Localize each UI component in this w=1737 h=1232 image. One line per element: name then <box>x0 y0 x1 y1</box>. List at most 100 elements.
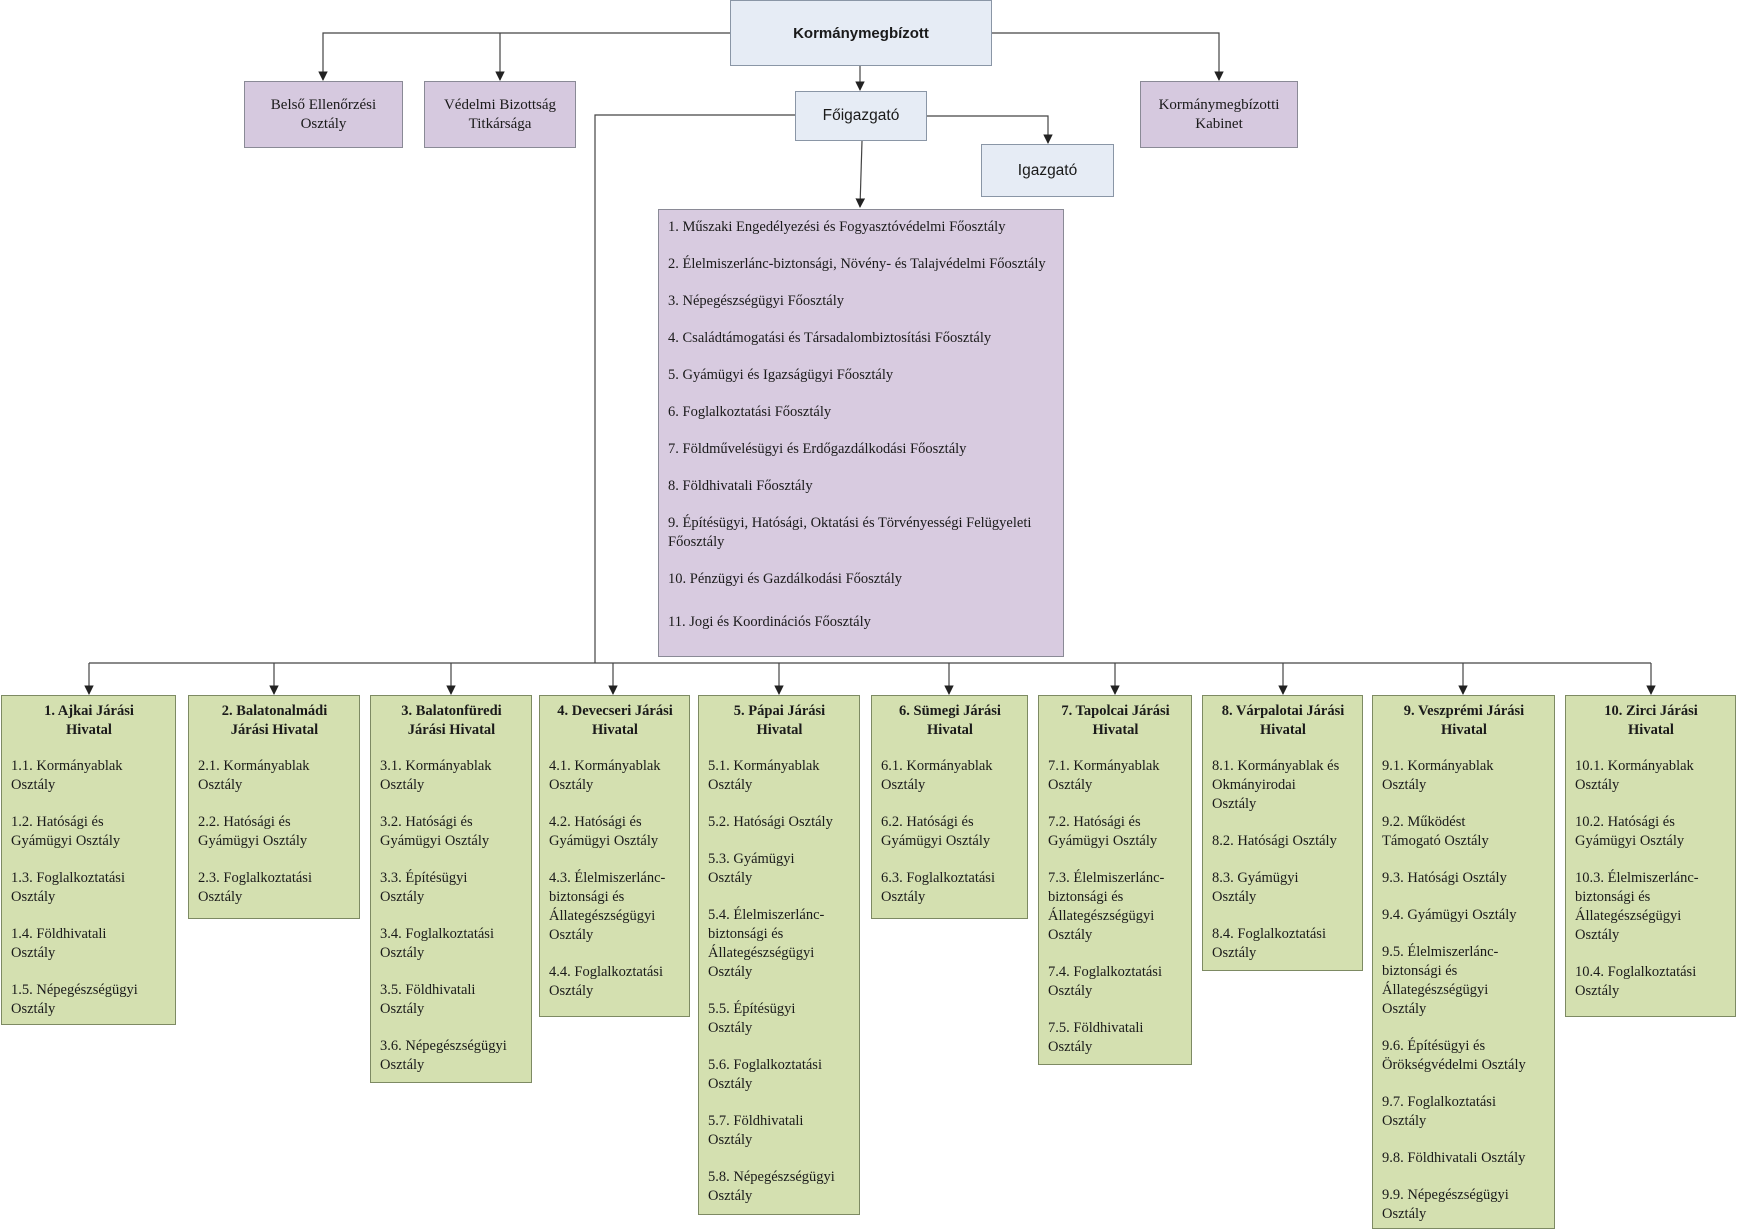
main-department-item: 9. Építésügyi, Hatósági, Oktatási és Tör… <box>668 515 1032 550</box>
district-unit: 5.1. Kormányablak Osztály <box>708 758 820 793</box>
district-office-title: 4. Devecseri Járási Hivatal <box>557 703 673 738</box>
district-unit: 1.5. Népegészségügyi Osztály <box>11 982 138 1017</box>
district-office-title: 1. Ajkai Járási Hivatal <box>44 703 134 738</box>
connector-director <box>926 115 1053 144</box>
main-departments-box: 1. Műszaki Engedélyezési és Fogyasztóvéd… <box>658 209 1064 657</box>
main-department-item: 7. Földművelésügyi és Erdőgazdálkodási F… <box>668 441 967 457</box>
district-unit: 5.2. Hatósági Osztály <box>708 814 833 830</box>
district-unit: 5.3. Gyámügyi Osztály <box>708 851 795 886</box>
district-office-title: 3. Balatonfüredi Járási Hivatal <box>401 703 502 738</box>
district-office-balatonfured: 3. Balatonfüredi Járási Hivatal 3.1. Kor… <box>370 695 532 1083</box>
district-unit: 2.3. Foglalkoztatási Osztály <box>198 870 312 905</box>
district-unit: 4.2. Hatósági és Gyámügyi Osztály <box>549 814 659 849</box>
district-unit: 1.2. Hatósági és Gyámügyi Osztály <box>11 814 121 849</box>
district-unit: 8.1. Kormányablak és Okmányirodai Osztál… <box>1212 758 1340 812</box>
cabinet-label: Kormánymegbízotti Kabinet <box>1158 96 1280 132</box>
district-unit: 5.5. Építésügyi Osztály <box>708 1001 796 1036</box>
district-unit: 6.2. Hatósági és Gyámügyi Osztály <box>881 814 991 849</box>
main-department-item: 8. Földhivatali Főosztály <box>668 478 813 494</box>
district-office-units: 5.1. Kormányablak Osztály 5.2. Hatósági … <box>708 757 851 1206</box>
district-office-veszprem: 9. Veszprémi Járási Hivatal 9.1. Kormány… <box>1372 695 1555 1229</box>
main-department-item: 5. Gyámügyi és Igazságügyi Főosztály <box>668 367 894 383</box>
cabinet-box: Kormánymegbízotti Kabinet <box>1140 81 1298 148</box>
internal-audit-label: Belső Ellenőrzési Osztály <box>270 96 377 132</box>
district-unit: 7.5. Földhivatali Osztály <box>1048 1020 1144 1055</box>
district-unit: 3.1. Kormányablak Osztály <box>380 758 492 793</box>
district-unit: 9.1. Kormányablak Osztály <box>1382 758 1494 793</box>
district-unit: 9.5. Élelmiszerlánc- biztonsági és Állat… <box>1382 944 1499 1017</box>
district-unit: 3.4. Foglalkoztatási Osztály <box>380 926 494 961</box>
internal-audit-box: Belső Ellenőrzési Osztály <box>244 81 403 148</box>
district-office-title: 7. Tapolcai Járási Hivatal <box>1061 703 1170 738</box>
district-office-units: 1.1. Kormányablak Osztály 1.2. Hatósági … <box>11 757 167 1019</box>
district-unit: 4.4. Foglalkoztatási Osztály <box>549 964 663 999</box>
main-department-item: 1. Műszaki Engedélyezési és Fogyasztóvéd… <box>668 219 1006 235</box>
director-box: Igazgató <box>981 144 1114 197</box>
district-unit: 7.4. Foglalkoztatási Osztály <box>1048 964 1162 999</box>
connector-internal-audit <box>318 32 730 81</box>
defence-committee-box: Védelmi Bizottság Titkársága <box>424 81 576 148</box>
district-office-units: 2.1. Kormányablak Osztály 2.2. Hatósági … <box>198 757 351 907</box>
district-office-units: 7.1. Kormányablak Osztály 7.2. Hatósági … <box>1048 757 1183 1057</box>
district-unit: 7.1. Kormányablak Osztály <box>1048 758 1160 793</box>
government-commissioner-label: Kormánymegbízott <box>793 24 929 42</box>
district-unit: 2.2. Hatósági és Gyámügyi Osztály <box>198 814 308 849</box>
district-unit: 5.4. Élelmiszerlánc- biztonsági és Állat… <box>708 907 825 980</box>
district-office-title: 2. Balatonalmádi Járási Hivatal <box>221 703 328 738</box>
district-unit: 9.7. Foglalkoztatási Osztály <box>1382 1094 1496 1129</box>
district-unit: 1.4. Földhivatali Osztály <box>11 926 107 961</box>
district-office-units: 4.1. Kormányablak Osztály 4.2. Hatósági … <box>549 757 681 1001</box>
district-office-tapolca: 7. Tapolcai Járási Hivatal 7.1. Kormánya… <box>1038 695 1192 1065</box>
district-unit: 3.5. Földhivatali Osztály <box>380 982 476 1017</box>
district-office-title: 10. Zirci Járási Hivatal <box>1604 703 1698 738</box>
district-unit: 3.2. Hatósági és Gyámügyi Osztály <box>380 814 490 849</box>
district-unit: 10.3. Élelmiszerlánc- biztonsági és Álla… <box>1575 870 1699 943</box>
district-office-title: 9. Veszprémi Járási Hivatal <box>1403 703 1525 738</box>
district-unit: 8.2. Hatósági Osztály <box>1212 833 1337 849</box>
district-unit: 10.1. Kormányablak Osztály <box>1575 758 1694 793</box>
district-unit: 3.6. Népegészségügyi Osztály <box>380 1038 507 1073</box>
district-unit: 9.4. Gyámügyi Osztály <box>1382 907 1517 923</box>
district-unit: 9.6. Építésügyi és Örökségvédelmi Osztál… <box>1382 1038 1526 1073</box>
government-commissioner-box: Kormánymegbízott <box>730 0 992 66</box>
district-office-units: 6.1. Kormányablak Osztály 6.2. Hatósági … <box>881 757 1019 907</box>
district-office-units: 9.1. Kormányablak Osztály 9.2. Működést … <box>1382 757 1546 1224</box>
main-departments-list: 1. Műszaki Engedélyezési és Fogyasztóvéd… <box>668 218 1055 632</box>
district-unit: 9.9. Népegészségügyi Osztály <box>1382 1187 1509 1222</box>
main-department-item: 6. Foglalkoztatási Főosztály <box>668 404 832 420</box>
district-unit: 6.1. Kormányablak Osztály <box>881 758 993 793</box>
district-office-zirc: 10. Zirci Járási Hivatal 10.1. Kormányab… <box>1565 695 1736 1017</box>
district-office-units: 8.1. Kormányablak és Okmányirodai Osztál… <box>1212 757 1354 963</box>
connector-cabinet <box>991 32 1224 81</box>
district-unit: 6.3. Foglalkoztatási Osztály <box>881 870 995 905</box>
district-unit: 7.3. Élelmiszerlánc- biztonsági és Állat… <box>1048 870 1165 943</box>
director-general-label: Főigazgató <box>822 107 900 124</box>
connector-main-departments <box>855 140 866 208</box>
district-unit: 5.6. Foglalkoztatási Osztály <box>708 1057 822 1092</box>
district-office-units: 10.1. Kormányablak Osztály 10.2. Hatóság… <box>1575 757 1727 1001</box>
connector-district-trunk <box>594 114 795 663</box>
district-office-title: 8. Várpalotai Járási Hivatal <box>1221 703 1345 738</box>
main-department-item: 3. Népegészségügyi Főosztály <box>668 293 844 309</box>
district-unit: 2.1. Kormányablak Osztály <box>198 758 310 793</box>
district-unit: 8.4. Foglalkoztatási Osztály <box>1212 926 1326 961</box>
district-unit: 4.3. Élelmiszerlánc- biztonsági és Állat… <box>549 870 666 943</box>
director-general-box: Főigazgató <box>795 91 927 141</box>
district-unit: 7.2. Hatósági és Gyámügyi Osztály <box>1048 814 1158 849</box>
district-office-ajka: 1. Ajkai Járási Hivatal 1.1. Kormányabla… <box>1 695 176 1025</box>
district-office-papa: 5. Pápai Járási Hivatal 5.1. Kormányabla… <box>698 695 860 1215</box>
main-department-item: 10. Pénzügyi és Gazdálkodási Főosztály <box>668 571 902 587</box>
district-unit: 5.8. Népegészségügyi Osztály <box>708 1169 835 1204</box>
district-office-units: 3.1. Kormányablak Osztály 3.2. Hatósági … <box>380 757 523 1075</box>
main-department-item: 11. Jogi és Koordinációs Főosztály <box>668 614 871 630</box>
district-office-sumeg: 6. Sümegi Járási Hivatal 6.1. Kormányabl… <box>871 695 1028 919</box>
district-office-balatonalmadi: 2. Balatonalmádi Járási Hivatal 2.1. Kor… <box>188 695 360 919</box>
district-unit: 5.7. Földhivatali Osztály <box>708 1113 804 1148</box>
district-office-title: 5. Pápai Járási Hivatal <box>733 703 826 738</box>
district-unit: 9.8. Földhivatali Osztály <box>1382 1150 1526 1166</box>
defence-committee-label: Védelmi Bizottság Titkársága <box>443 96 557 132</box>
district-unit: 1.1. Kormányablak Osztály <box>11 758 123 793</box>
district-unit: 8.3. Gyámügyi Osztály <box>1212 870 1299 905</box>
district-unit: 1.3. Foglalkoztatási Osztály <box>11 870 125 905</box>
